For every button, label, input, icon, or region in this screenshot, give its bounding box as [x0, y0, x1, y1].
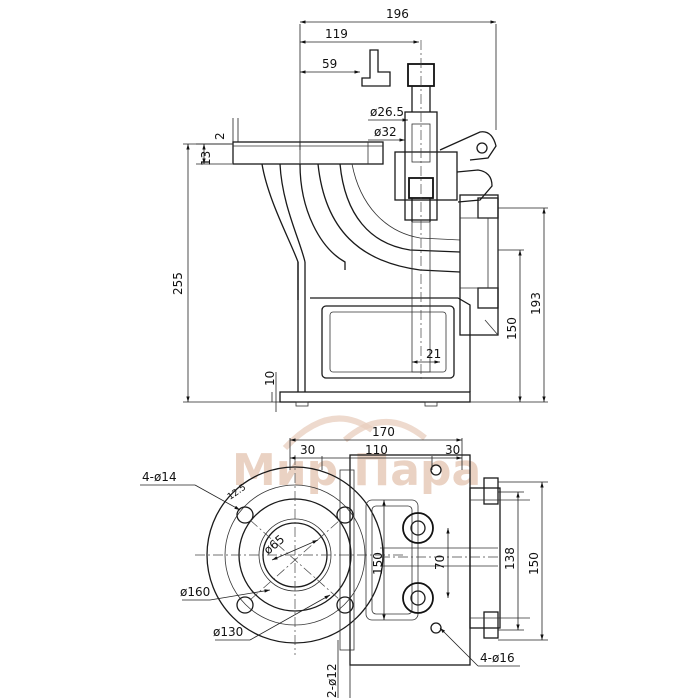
dim-dia-26-5: ø26.5: [370, 105, 404, 119]
dim-30-left: 30: [300, 443, 315, 457]
side-flange-plan: [469, 487, 501, 629]
dim-193: 193: [529, 292, 543, 315]
dim-138: 138: [503, 547, 517, 570]
watermark-text: Мир Пара: [232, 445, 481, 496]
dim-150-right: 150: [527, 552, 541, 575]
dim-150-side: 150: [505, 317, 519, 340]
dim-30-right: 30: [445, 443, 460, 457]
dim-10: 10: [263, 371, 277, 386]
inner-window: [365, 499, 419, 621]
bolt-hole: [236, 596, 254, 614]
dim-59: 59: [322, 57, 337, 71]
elbow-outer-wall: [261, 163, 299, 300]
dim-21: 21: [426, 347, 441, 361]
dim-dia-32: ø32: [374, 125, 397, 139]
dim-119: 119: [325, 27, 348, 41]
nut-bottom: [402, 582, 434, 614]
bolt-hole: [336, 506, 354, 524]
float-rod-guide: [411, 221, 431, 373]
bracket: [361, 49, 391, 87]
dim-dia-160: ø160: [180, 585, 210, 599]
lever-arm: [439, 131, 497, 161]
dim-dia-130: ø130: [213, 625, 243, 639]
dim-255: 255: [171, 272, 185, 295]
bolt-hole: [236, 506, 254, 524]
top-flange-plate: [232, 141, 384, 165]
plan-view: 170 30 110 30 4-ø14 12.5 ø65 ø160 ø130 2…: [140, 425, 548, 698]
dim-13: 13: [199, 151, 213, 166]
dim-70: 70: [433, 555, 447, 570]
dim-170: 170: [372, 425, 395, 439]
lower-frame: [310, 297, 471, 392]
dim-196: 196: [386, 7, 409, 21]
valve-seat-housing: [394, 151, 458, 201]
base-plate: [279, 391, 471, 403]
dim-110: 110: [365, 443, 388, 457]
bolt-hole: [336, 596, 354, 614]
watermark: Мир Пара: [232, 415, 481, 496]
dim-2: 2: [213, 132, 227, 140]
dim-holes-2x12: 2-ø12: [325, 663, 339, 698]
elbow-inner-wall: [339, 163, 461, 253]
inspection-window: [321, 305, 455, 379]
outlet-flange: [459, 194, 499, 336]
dim-150-plan: 150: [371, 552, 385, 575]
dim-holes-4x14: 4-ø14: [142, 470, 177, 484]
side-view: 196 119 59 ø26.5 ø32 2 13 255 193: [171, 7, 548, 412]
nut-top: [402, 512, 434, 544]
dim-holes-4x16: 4-ø16: [480, 651, 515, 665]
